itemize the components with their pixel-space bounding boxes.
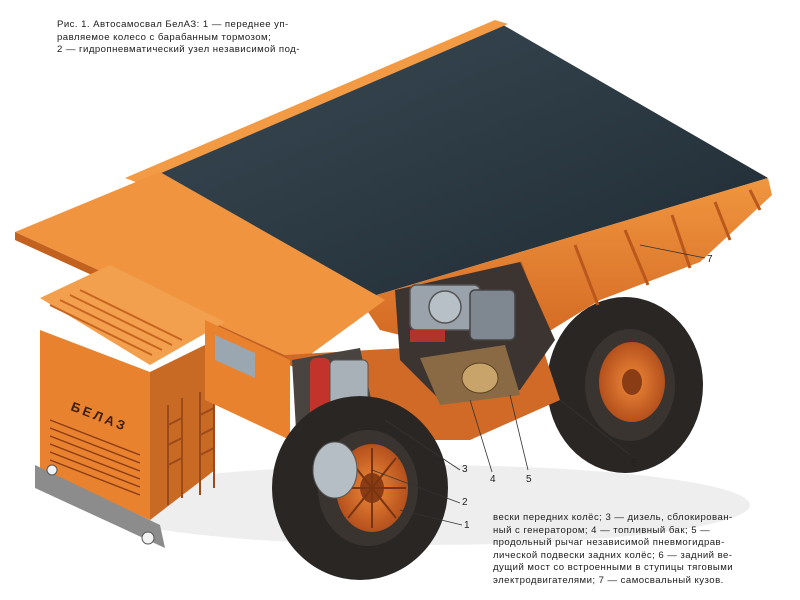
caption-top-line-3: 2 — гидропневматический узел независимой… xyxy=(57,44,300,55)
callout-5: 5 xyxy=(526,474,532,485)
callout-4: 4 xyxy=(490,474,496,485)
callout-leaders xyxy=(371,244,706,526)
callout-2: 2 xyxy=(462,497,468,508)
headlight-left xyxy=(46,464,58,476)
caption-bottom-line-2: ный с генератором; 4 — топливный бак; 5 … xyxy=(493,524,711,536)
caption-top-line-2: равляемое колесо с барабанным тормозом; xyxy=(57,31,272,43)
front-wheel xyxy=(272,396,448,580)
callout-7: 7 xyxy=(707,254,713,265)
dump-bed-floor xyxy=(130,22,768,300)
hood-louvers xyxy=(49,289,183,356)
figure-caption-bottom: вески передних колёс; 3 — дизель, сблоки… xyxy=(493,512,733,587)
dump-bed-rim-top xyxy=(125,20,508,183)
figure-caption-top: Рис. 1. Автосамосвал БелАЗ: 1 — переднее… xyxy=(57,19,300,57)
cab-canopy xyxy=(15,172,385,362)
radiator-grille xyxy=(49,419,141,496)
callout-6: 6 xyxy=(631,458,637,469)
rear-wheel xyxy=(547,297,703,473)
fuel-tank xyxy=(420,345,520,405)
front-bumper xyxy=(35,465,165,548)
caption-bottom-line-3: продольный рычаг независимой пневмогидра… xyxy=(493,537,725,548)
caption-bottom-line-6: электродвигателями; 7 — самосвальный куз… xyxy=(493,574,724,586)
cab-window xyxy=(215,335,255,378)
caption-bottom-line-4: лической подвески задних колёс; 6 — задн… xyxy=(493,549,733,561)
headlight-right xyxy=(141,531,155,545)
caption-bottom-line-1: вески передних колёс; 3 — дизель, сблоки… xyxy=(493,512,733,523)
diesel-engine xyxy=(409,284,516,342)
callout-1: 1 xyxy=(464,520,470,531)
caption-top-line-1: Рис. 1. Автосамосвал БелАЗ: 1 — переднее… xyxy=(57,19,289,30)
drum-brake xyxy=(312,441,358,499)
callout-3: 3 xyxy=(462,464,468,475)
caption-bottom-line-5: дущий мост со встроенными в ступицы тяго… xyxy=(493,562,734,573)
